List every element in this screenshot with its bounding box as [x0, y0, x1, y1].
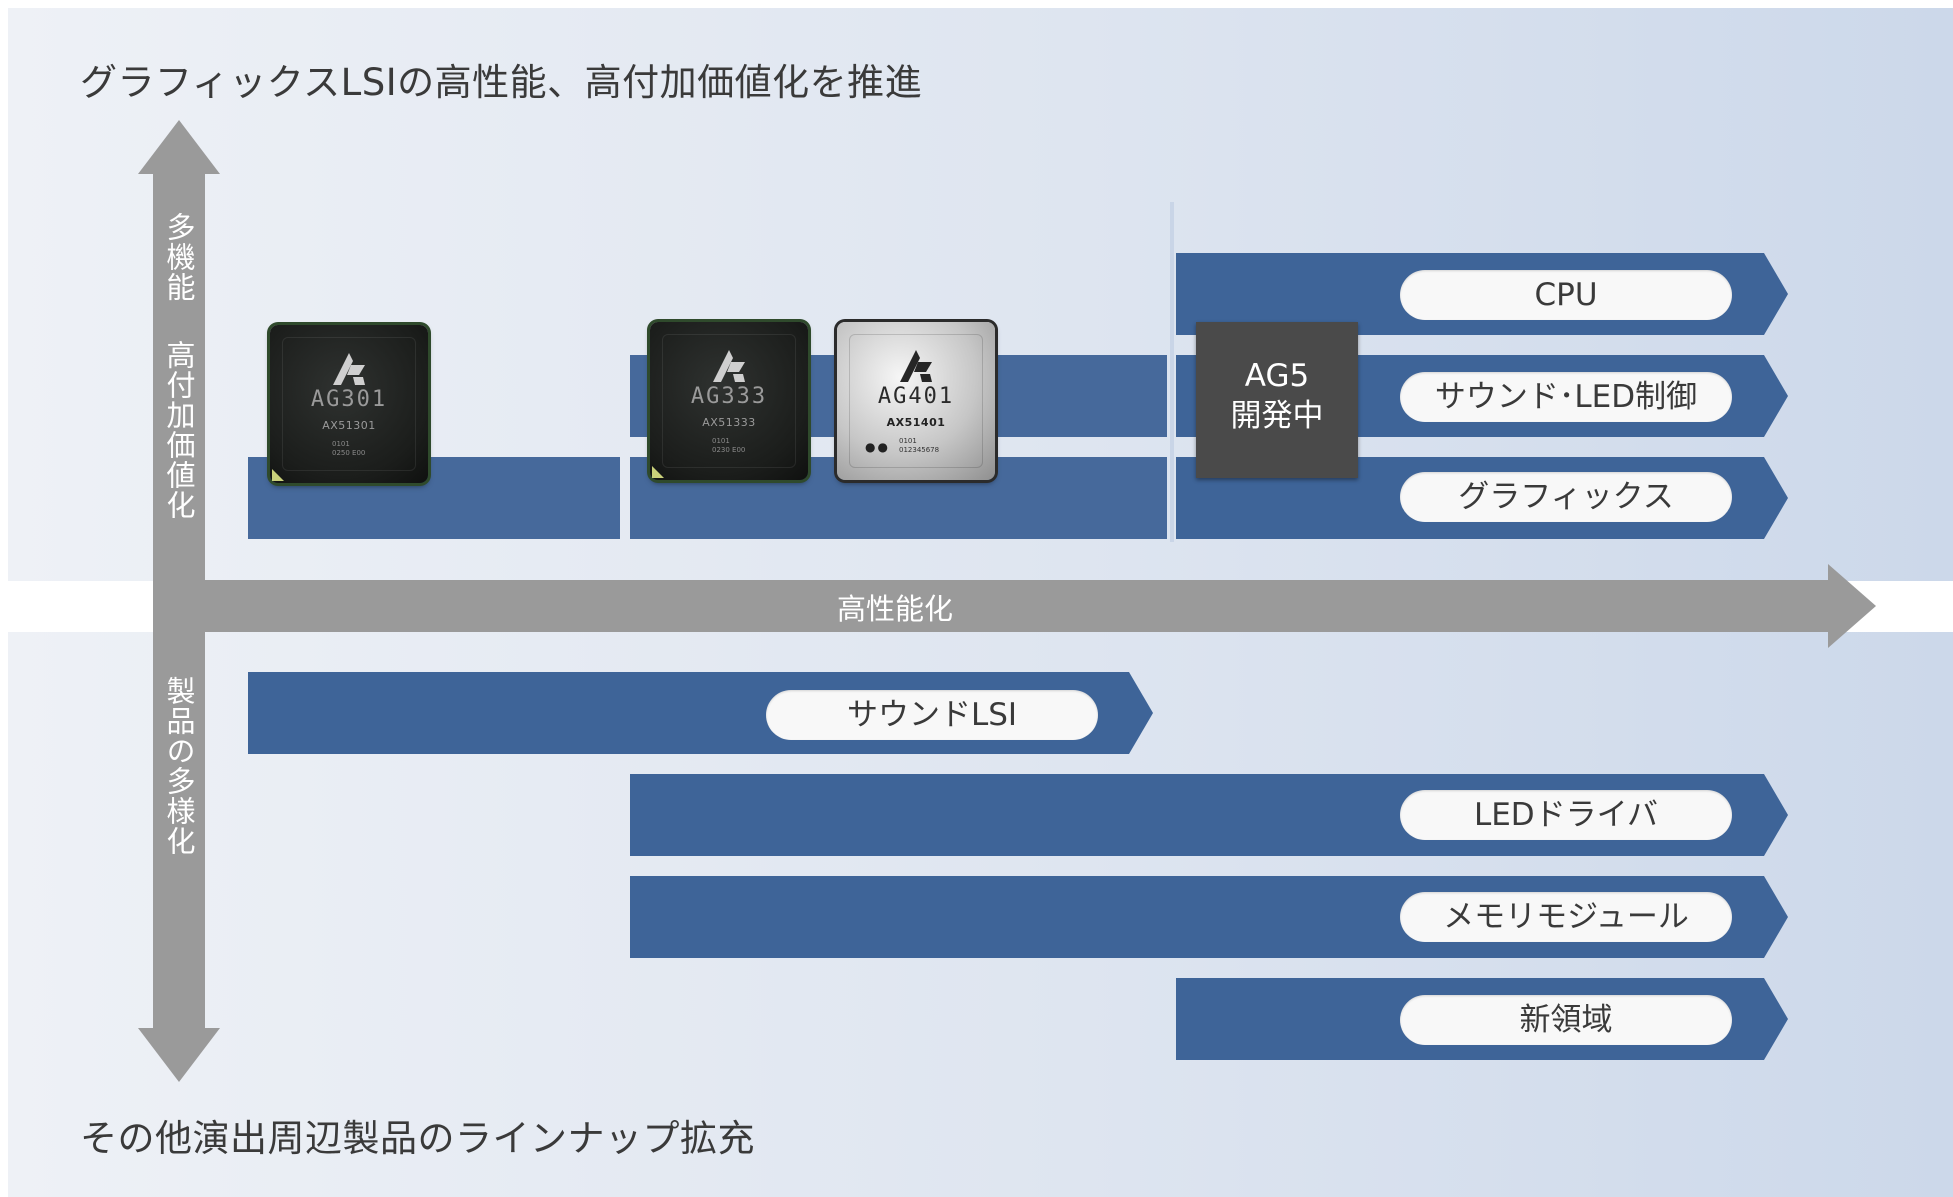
value-axis-down-arrowhead [138, 1028, 220, 1082]
ag5-status: 開発中 [1230, 398, 1324, 434]
vertical-label-multifunction: 多機能 [162, 212, 196, 302]
company-logo-icon [900, 350, 932, 382]
chip-code: 0101 0250 E00 [332, 440, 366, 457]
company-logo-icon [333, 353, 365, 385]
chip-code: 0101 012345678 [899, 437, 940, 454]
pill-cpu: CPU [1400, 270, 1732, 320]
performance-axis-arrowhead [1828, 564, 1876, 648]
chip-pin1-marker [652, 466, 664, 478]
chip-ag301: AG301 AX51301 0101 0250 E00 [270, 325, 428, 483]
chip-dots: ●● [865, 440, 890, 454]
vertical-label-high-value: 高付加価値化 [162, 340, 196, 520]
chip-model-text: AG401 [877, 384, 955, 409]
chip-code: 0101 0230 E00 [712, 437, 746, 454]
chip-part-number: AX51401 [886, 416, 946, 429]
performance-axis-label: 高性能化 [836, 592, 953, 626]
chip-pin1-marker [272, 469, 284, 481]
chip-part-number: AX51301 [322, 419, 376, 432]
generation-divider [1170, 202, 1174, 542]
pill-led-driver: LEDドライバ [1400, 790, 1732, 840]
pill-new-field: 新領域 [1400, 995, 1732, 1045]
top-heading: グラフィックスLSIの高性能、高付加価値化を推進 [80, 61, 923, 104]
ag5-title: AG5 [1244, 358, 1310, 394]
chip-model-text: AG333 [690, 384, 768, 409]
chip-inner [282, 337, 416, 471]
value-axis-up-arrowhead [138, 120, 220, 174]
pill-sound-led-control: サウンド･LED制御 [1400, 372, 1732, 422]
chip-inner [849, 334, 983, 468]
chip-inner [662, 334, 796, 468]
chip-part-number: AX51333 [702, 416, 756, 429]
pill-memory-module: メモリモジュール [1400, 892, 1732, 942]
vertical-label-diversification: 製品の多様化 [162, 676, 196, 856]
pill-sound-lsi: サウンドLSI [766, 690, 1098, 740]
performance-axis [200, 580, 1832, 632]
ag5-in-development-box: AG5 開発中 [1196, 322, 1358, 478]
chip-model-text: AG301 [310, 387, 388, 412]
chip-ag333: AG333 AX51333 0101 0230 E00 [650, 322, 808, 480]
pill-graphics: グラフィックス [1400, 472, 1732, 522]
company-logo-icon [713, 350, 745, 382]
value-axis [153, 170, 205, 1038]
bottom-heading: その他演出周辺製品のラインナップ拡充 [80, 1117, 755, 1160]
chip-ag401: AG401 AX51401 0101 012345678 ●● [837, 322, 995, 480]
